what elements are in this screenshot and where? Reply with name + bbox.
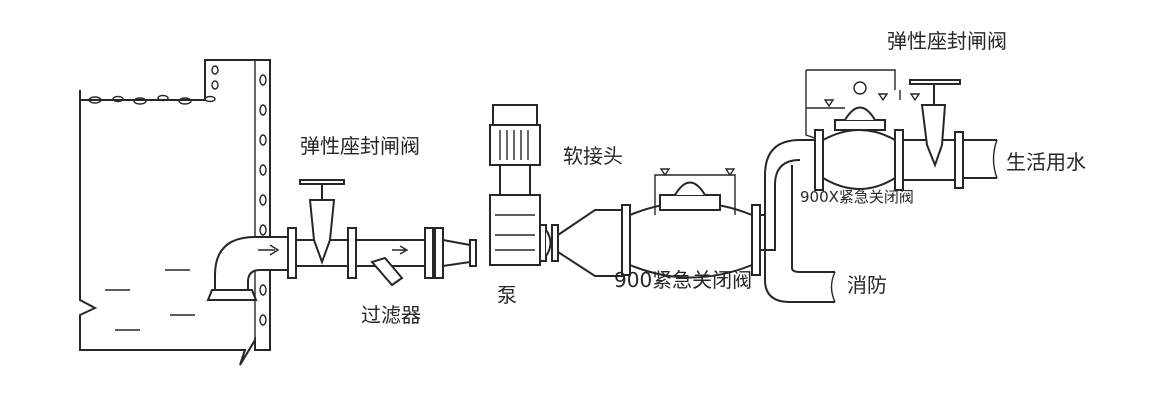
- valve-900-label: 900紧急关闭阀: [614, 268, 753, 292]
- soft-joint: [539, 209, 623, 277]
- gate-valve-2: [902, 79, 998, 189]
- soft-joint-label: 软接头: [563, 144, 623, 168]
- outlet-piping: [760, 139, 836, 303]
- valve-900x: [805, 69, 921, 191]
- strainer-label: 过滤器: [361, 303, 421, 327]
- pump: [489, 104, 541, 266]
- water-tank: [79, 59, 271, 366]
- suction-elbow: [206, 236, 291, 301]
- fire-label: 消防: [847, 273, 887, 297]
- valve-900x-label: 900X紧急关闭阀: [800, 188, 914, 206]
- strainer: [355, 227, 444, 287]
- domestic-water-label: 生活用水: [1006, 150, 1086, 174]
- pump-label: 泵: [497, 283, 517, 307]
- gate-valve-1: [287, 179, 357, 279]
- gate-valve-1-label: 弹性座封闸阀: [300, 134, 420, 158]
- flange: [469, 239, 477, 267]
- reducer: [442, 238, 471, 268]
- valve-900: [621, 168, 761, 279]
- gate-valve-2-label: 弹性座封闸阀: [887, 29, 1007, 53]
